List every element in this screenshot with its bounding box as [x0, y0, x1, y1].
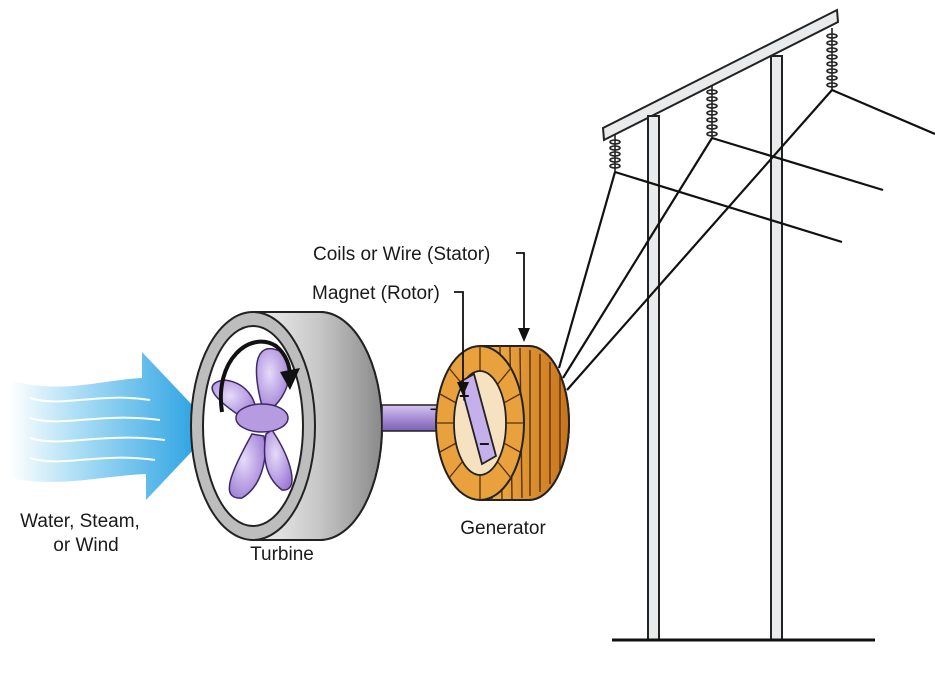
- magnet-leader: [454, 291, 469, 396]
- turbine: [190, 311, 383, 541]
- tower-right-pole: [770, 55, 783, 641]
- rotor-minus-sign: −: [479, 434, 490, 454]
- insulator-2: [706, 85, 718, 138]
- rotation-arrowhead: [280, 368, 300, 390]
- label-magnet: Magnet (Rotor): [312, 283, 440, 304]
- flow-arrow-body: [10, 352, 214, 500]
- insulator-1: [609, 134, 621, 172]
- transmission-tower: [557, 8, 935, 642]
- power-lines: [557, 88, 935, 391]
- rotor-plus-sign: +: [459, 386, 470, 406]
- tower-crossarm: [601, 8, 840, 142]
- shaft-mark: −: [430, 401, 438, 417]
- rotation-arrow: [218, 339, 292, 413]
- label-coils: Coils or Wire (Stator): [313, 244, 490, 265]
- label-generator: Generator: [460, 518, 546, 539]
- label-input-line2: or Wind: [53, 535, 118, 556]
- tower-left-pole: [647, 115, 660, 641]
- rotor-magnet: [458, 372, 498, 466]
- insulator-3: [826, 28, 838, 90]
- label-turbine: Turbine: [250, 544, 314, 565]
- label-input-line1: Water, Steam,: [20, 511, 140, 532]
- stator-leader: [516, 252, 530, 342]
- generator: + −: [435, 345, 570, 501]
- flow-arrow: [10, 352, 214, 500]
